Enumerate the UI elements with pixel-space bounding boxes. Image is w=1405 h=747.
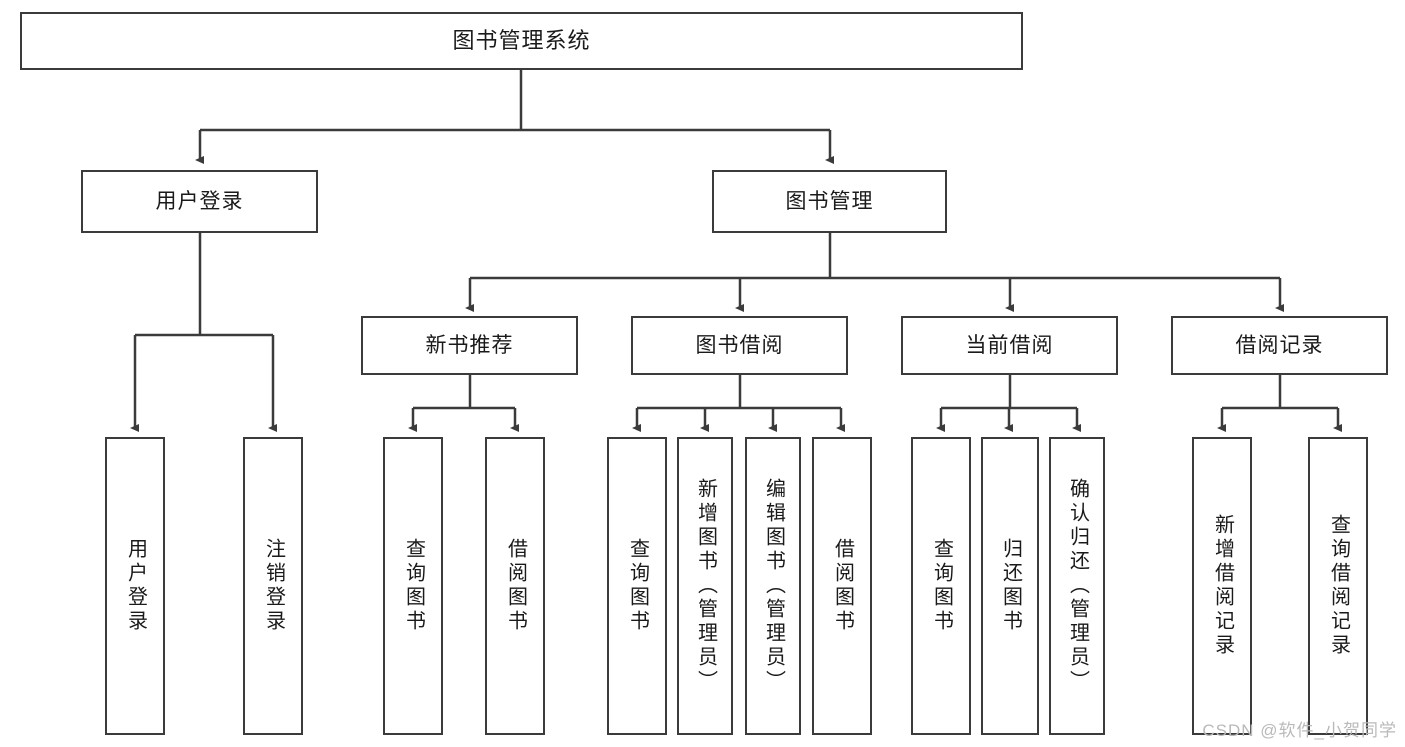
node-label: 新增借阅记录 [1211, 514, 1234, 658]
leaf-user-login[interactable]: 用户登录 [105, 437, 165, 735]
node-label: 借阅图书 [504, 538, 527, 634]
leaf-query-book-recommend[interactable]: 查询图书 [383, 437, 443, 735]
leaf-return-book[interactable]: 归还图书 [981, 437, 1039, 735]
node-label: 当前借阅 [965, 333, 1054, 357]
leaf-borrow-book-recommend[interactable]: 借阅图书 [485, 437, 545, 735]
node-label: 图书借阅 [695, 333, 784, 357]
node-root-book-management-system[interactable]: 图书管理系统 [20, 12, 1023, 70]
node-borrow-record[interactable]: 借阅记录 [1171, 316, 1388, 375]
node-label: 图书管理系统 [452, 27, 591, 53]
node-label: 用户登录 [155, 189, 244, 213]
leaf-edit-book[interactable]: 编辑图书（管理员） [745, 437, 801, 735]
node-book-borrow[interactable]: 图书借阅 [631, 316, 848, 375]
node-current-borrow[interactable]: 当前借阅 [901, 316, 1118, 375]
leaf-query-borrow-record[interactable]: 查询借阅记录 [1308, 437, 1368, 735]
node-label: 查询图书 [930, 538, 953, 634]
node-label: 用户登录 [124, 538, 147, 634]
node-label: 编辑图书（管理员） [762, 478, 785, 694]
node-label: 归还图书 [999, 538, 1022, 634]
node-label: 注销登录 [262, 538, 285, 634]
leaf-query-book-borrow[interactable]: 查询图书 [607, 437, 667, 735]
leaf-add-borrow-record[interactable]: 新增借阅记录 [1192, 437, 1252, 735]
leaf-add-book[interactable]: 新增图书（管理员） [677, 437, 733, 735]
node-label: 确认归还（管理员） [1066, 478, 1089, 694]
node-label: 查询借阅记录 [1327, 514, 1350, 658]
node-new-book-recommend[interactable]: 新书推荐 [361, 316, 578, 375]
leaf-borrow-book[interactable]: 借阅图书 [812, 437, 872, 735]
node-book-management[interactable]: 图书管理 [712, 170, 947, 233]
node-label: 借阅图书 [831, 538, 854, 634]
node-label: 借阅记录 [1235, 333, 1324, 357]
node-label: 图书管理 [785, 189, 874, 213]
node-label: 新书推荐 [425, 333, 514, 357]
node-label: 查询图书 [626, 538, 649, 634]
leaf-user-logout[interactable]: 注销登录 [243, 437, 303, 735]
leaf-confirm-return[interactable]: 确认归还（管理员） [1049, 437, 1105, 735]
leaf-query-book-current[interactable]: 查询图书 [911, 437, 971, 735]
node-label: 查询图书 [402, 538, 425, 634]
node-label: 新增图书（管理员） [694, 478, 717, 694]
watermark: CSDN @软件_小贺同学 [1202, 721, 1397, 740]
node-user-login[interactable]: 用户登录 [81, 170, 318, 233]
